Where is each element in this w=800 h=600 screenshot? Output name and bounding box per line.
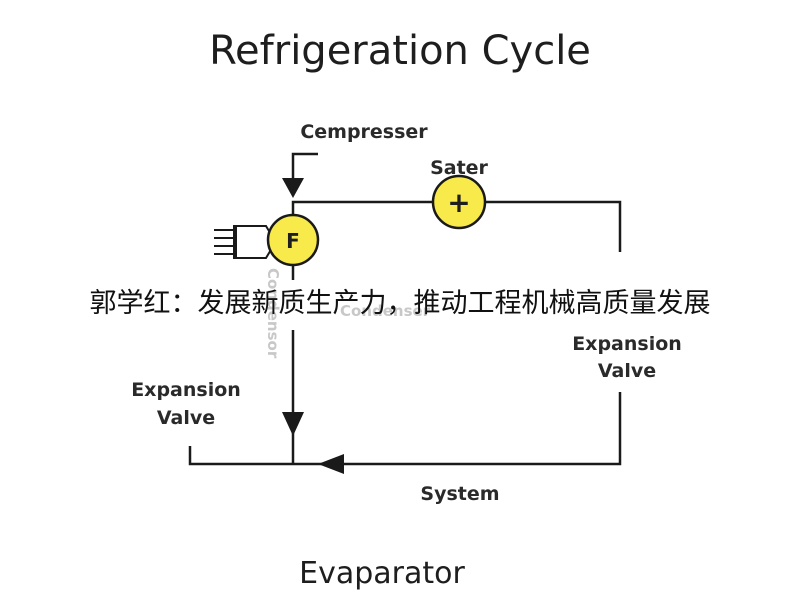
vertical-faint-label: Condensor [264, 268, 282, 359]
evaporator-label: Evaparator [299, 556, 465, 591]
wire-top-left [291, 200, 432, 220]
left-expansion-valve-label-line2: Valve [157, 407, 215, 429]
compressor-inlet-arrow [282, 178, 304, 198]
right-expansion-valve-label-line1: Expansion [572, 333, 682, 355]
headline-banner: 郭学红：发展新质生产力，推动工程机械高质量发展 [89, 288, 711, 319]
sater-label: Sater [430, 157, 488, 179]
sater-symbol: + [447, 186, 470, 219]
sater-component [431, 174, 487, 230]
fan-letter: F [286, 229, 300, 253]
bottom-flow-arrow [318, 454, 344, 474]
wire-top-right [486, 200, 622, 252]
system-label: System [420, 483, 499, 505]
compressor-label: Cempresser [300, 121, 428, 143]
left-expansion-valve-label-line1: Expansion [131, 379, 241, 401]
left-flow-arrow [282, 412, 304, 436]
right-expansion-valve-label-line2: Valve [598, 360, 656, 382]
compressor-inlet-line [291, 152, 318, 182]
wire-bottom [188, 392, 622, 466]
condenser-faint-label: Condenser [340, 302, 431, 320]
diagram-title: Refrigeration Cycle [209, 28, 591, 74]
fan-icon [214, 225, 273, 259]
